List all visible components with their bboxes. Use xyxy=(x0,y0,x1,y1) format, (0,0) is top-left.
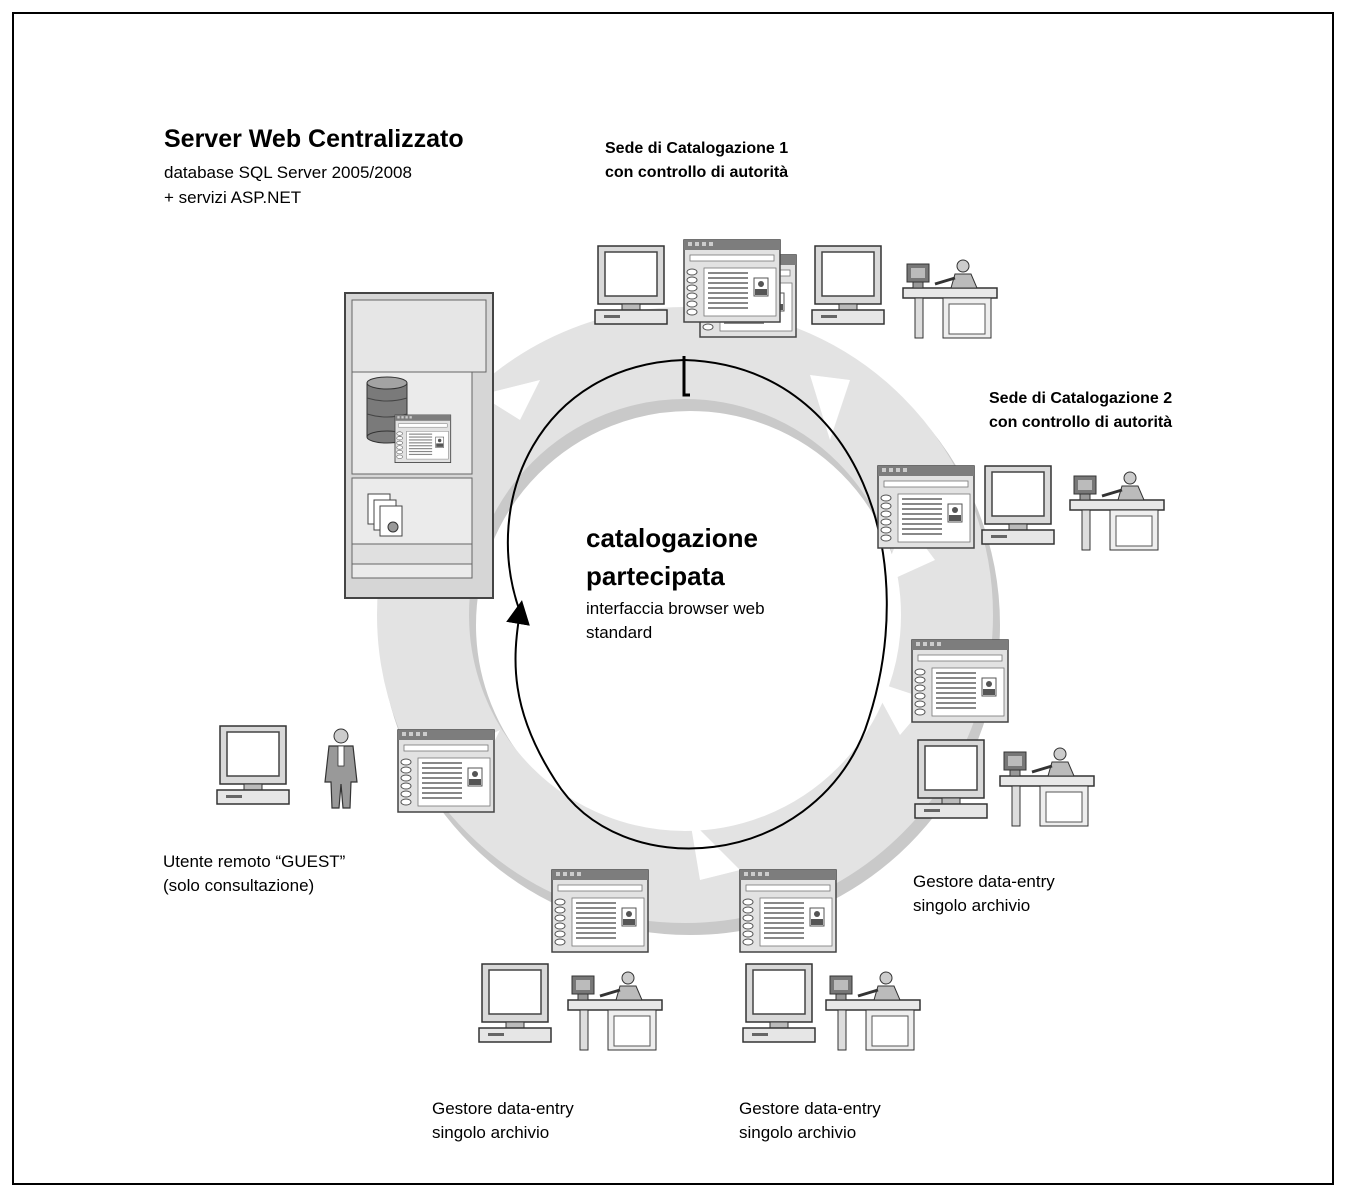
gestore2-line2: singolo archivio xyxy=(739,1123,857,1142)
gestore3-monitor-icon xyxy=(478,963,552,1043)
gestore1-browser-icon xyxy=(911,639,1009,723)
gestore2-user-at-desk-icon xyxy=(824,970,922,1052)
sede1-monitor-icon xyxy=(594,245,668,325)
standing-user-icon xyxy=(324,728,358,809)
guest-browser-icon xyxy=(397,729,495,813)
server-line1: database SQL Server 2005/2008 xyxy=(164,163,412,182)
gestore3-user-at-desk-icon xyxy=(566,970,664,1052)
center-line3: interfaccia browser web xyxy=(586,599,765,618)
sede2-browser-icon xyxy=(877,465,975,549)
center-line1: catalogazione xyxy=(586,523,758,553)
gestore2-monitor-icon xyxy=(742,963,816,1043)
gestore2-browser-icon xyxy=(739,869,837,953)
sede1-browser-icon xyxy=(683,239,781,323)
sede2-monitor-icon xyxy=(981,465,1055,545)
gestore3-browser-icon xyxy=(551,869,649,953)
gestore1-user-at-desk-icon xyxy=(998,746,1096,828)
gestore1-line1: Gestore data-entry xyxy=(913,872,1055,891)
sede2-line1: Sede di Catalogazione 2 xyxy=(989,390,1173,407)
gestore3-line2: singolo archivio xyxy=(432,1123,550,1142)
sede1-line1: Sede di Catalogazione 1 xyxy=(605,140,789,157)
guest-line1: Utente remoto “GUEST” xyxy=(163,852,346,871)
sede1-line2: con controllo di autorità xyxy=(605,164,789,181)
guest-monitor-icon xyxy=(216,725,290,805)
cycle-arrow-icon xyxy=(506,356,888,850)
documents-icon xyxy=(367,493,403,537)
gestore1-monitor-icon xyxy=(914,739,988,819)
server-title: Server Web Centralizzato xyxy=(164,125,464,153)
center-line4: standard xyxy=(586,623,653,642)
diagram-frame xyxy=(12,12,1334,1185)
guest-line2: (solo consultazione) xyxy=(163,876,315,895)
server-browser-icon xyxy=(394,414,452,463)
sede1-monitor2-icon xyxy=(811,245,885,325)
sede2-user-at-desk-icon xyxy=(1068,470,1166,552)
gestore1-line2: singolo archivio xyxy=(913,896,1031,915)
gestore2-line1: Gestore data-entry xyxy=(739,1099,881,1118)
gestore3-line1: Gestore data-entry xyxy=(432,1099,574,1118)
center-line2: partecipata xyxy=(586,561,725,591)
cycle-ring xyxy=(377,307,1000,935)
sede1-user-at-desk-icon xyxy=(901,258,999,340)
sede2-line2: con controllo di autorità xyxy=(989,414,1173,431)
server-line2: + servizi ASP.NET xyxy=(164,188,302,207)
